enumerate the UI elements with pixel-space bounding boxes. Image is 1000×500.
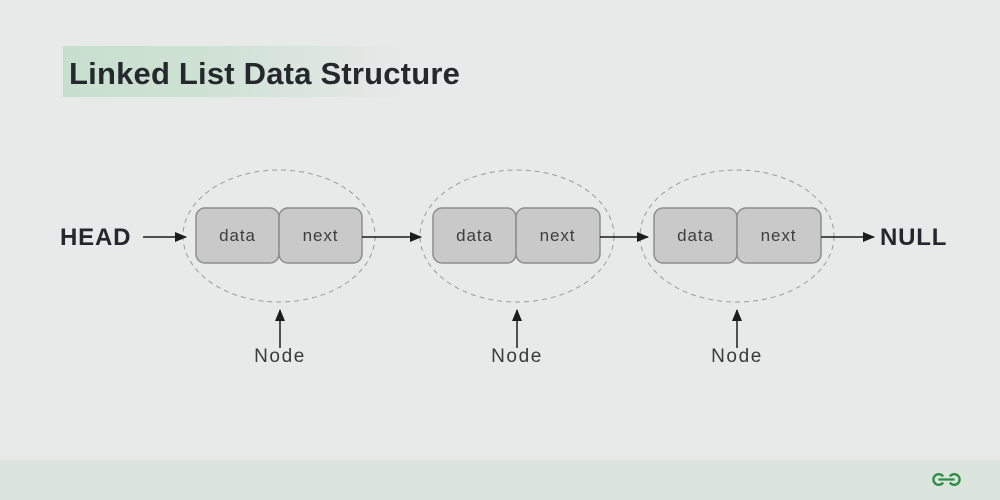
geeksforgeeks-logo (932, 473, 961, 486)
null-label: NULL (880, 224, 948, 251)
next-field-label: next (302, 226, 339, 245)
next-box (278, 207, 363, 264)
node-boundary-ellipse (639, 169, 835, 303)
footer-bar (0, 460, 1000, 500)
next-field-label: next (539, 226, 576, 245)
logo-right-g (948, 473, 961, 486)
next-box (515, 207, 601, 264)
next-box (736, 207, 822, 264)
logo-left-g (932, 473, 945, 486)
data-field-label: data (219, 226, 256, 245)
data-field-label: data (677, 226, 714, 245)
node-caption: Node (254, 346, 306, 367)
node-boundary-ellipse (419, 169, 615, 303)
next-field-label: next (760, 226, 797, 245)
node-caption: Node (711, 346, 763, 367)
data-field-label: data (456, 226, 493, 245)
title-highlight (63, 46, 405, 97)
page-title: Linked List Data Structure (69, 56, 461, 91)
head-label: HEAD (60, 224, 132, 251)
node-caption: Node (491, 346, 543, 367)
